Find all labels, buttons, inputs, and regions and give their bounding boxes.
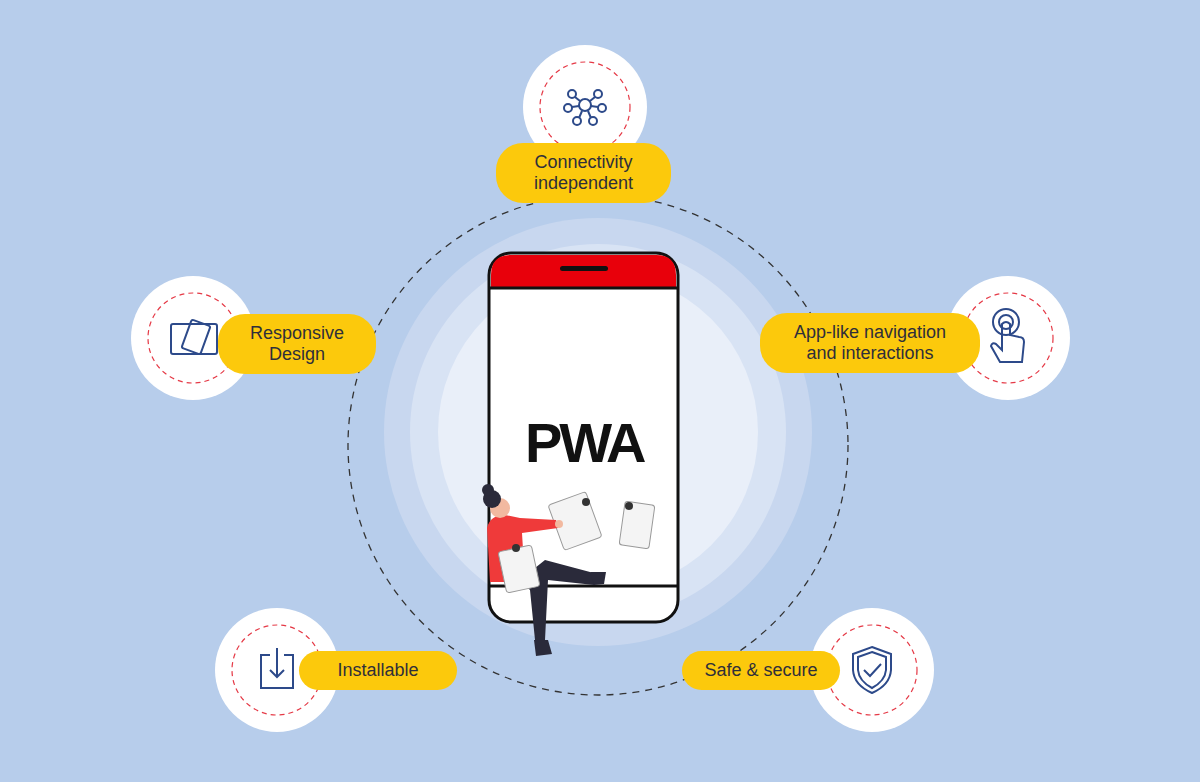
network-icon [564,90,606,125]
responsive-icon [171,319,217,354]
tap-icon [991,309,1024,362]
feature-label: Installable [319,660,437,681]
feature-pill: Installable [299,651,457,690]
feature-pill: Safe & secure [682,651,840,690]
feature-label: Connectivity independent [516,152,651,194]
feature-label: App-like navigation and interactions [780,322,960,364]
phone [489,253,678,622]
woman-figure [482,484,655,656]
halo [384,218,812,646]
logo-text: PWA [525,410,644,475]
dashed-ring [348,195,848,695]
feature-pill: Connectivity independent [496,143,671,203]
icon-circles [131,45,1070,732]
feature-pill: App-like navigation and interactions [760,313,980,373]
feature-label: Safe & secure [702,660,820,681]
install-icon [261,648,293,688]
red-dashed-rings [148,62,1053,715]
feature-pill: Responsive Design [218,314,376,374]
shield-icon [853,647,891,693]
feature-label: Responsive Design [238,323,356,365]
